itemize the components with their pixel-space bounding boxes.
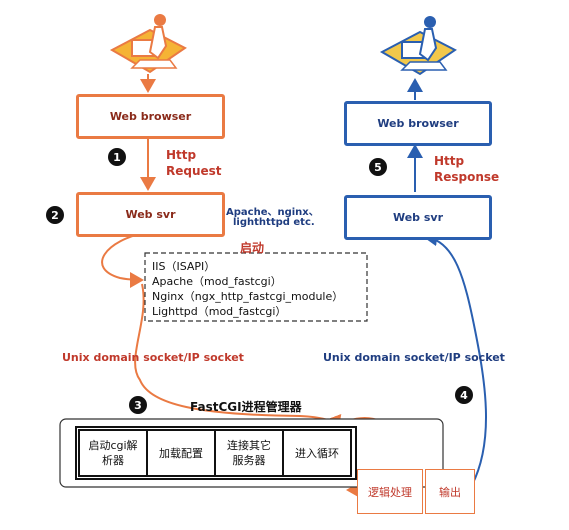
startup-item-apache: Apache（mod_fastcgi） [152,275,282,288]
curve-startup-to-manager [134,283,342,430]
web-browser-box-left: Web browser [76,94,225,139]
logic-processing-label: 逻辑处理 [368,485,412,499]
socket-label-left: Unix domain socket/IP socket [62,351,244,364]
step-badge-1: 1 [108,148,126,166]
web-browser-box-right: Web browser [344,101,492,146]
output-label: 输出 [439,485,461,499]
output-box: 输出 [425,469,475,514]
web-browser-label-right: Web browser [377,117,459,130]
web-svr-box-right: Web svr [344,195,492,240]
http-response-label-1: Http [434,154,465,168]
web-svr-note-1: Apache、nginx、 [226,207,319,218]
http-response-label-2: Response [434,170,500,184]
web-svr-label-left: Web svr [125,208,176,221]
stage-start-cgi-line2: 析器 [102,454,124,467]
startup-label: 启动 [240,241,265,255]
stage-enter-loop: 进入循环 [282,429,352,477]
startup-box [144,252,368,322]
user-at-computer-icon-right [379,16,457,76]
web-svr-note-2: lighthttpd etc. [233,217,315,228]
stage-connect-servers: 连接其它服务器 [214,429,284,477]
stage-load-config-label: 加载配置 [159,446,203,460]
web-browser-label-left: Web browser [109,110,192,123]
http-request-label-1: Http [166,148,197,162]
stage-connect-line2: 服务器 [232,454,266,467]
stage-start-cgi-parser: 启动cgi解析器 [78,429,148,477]
curve-svr-to-startup [101,231,149,288]
web-svr-box-left: Web svr [76,192,225,237]
startup-item-lighttpd: Lighttpd（mod_fastcgi） [152,305,287,318]
startup-item-iis: IIS（ISAPI） [152,260,216,273]
manager-title: FastCGI进程管理器 [190,400,302,414]
step-badge-5: 5 [369,158,387,176]
user-at-computer-icon-left [109,14,187,74]
startup-item-nginx: Nginx（ngx_http_fastcgi_module） [152,290,344,303]
stage-enter-loop-label: 进入循环 [295,446,339,460]
web-svr-label-right: Web svr [392,211,444,224]
stage-connect-line1: 连接其它 [227,439,271,452]
curve-output-to-svr [423,230,488,486]
step-badge-3: 3 [129,396,147,414]
step-badge-2: 2 [46,206,64,224]
step-badge-4: 4 [455,386,473,404]
http-request-label-2: Request [166,164,222,178]
logic-processing-box: 逻辑处理 [357,469,423,514]
socket-label-right: Unix domain socket/IP socket [323,351,505,364]
stage-load-config: 加载配置 [146,429,216,477]
stage-start-cgi-line1: 启动cgi解 [88,439,138,452]
